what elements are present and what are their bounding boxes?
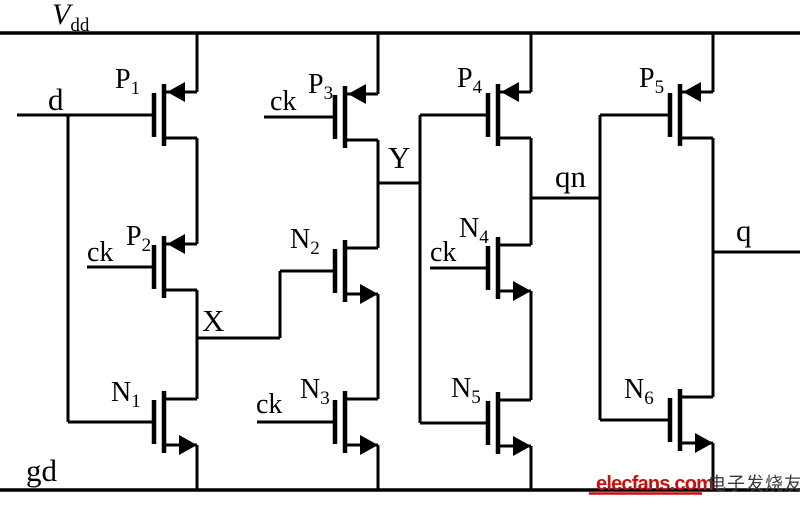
wire-net-d	[17, 113, 154, 424]
transistor-n2: N2	[290, 224, 378, 304]
label-n5: N5	[451, 373, 481, 408]
nmos-symbol	[670, 389, 713, 453]
label-net-y: Y	[388, 140, 410, 175]
nmos-symbol	[154, 391, 197, 455]
transistor-n4: N4	[459, 213, 531, 301]
label-n4: N4	[459, 213, 489, 248]
label-ck-p3: ck	[270, 86, 296, 117]
wire-net-qn	[531, 113, 670, 422]
label-net-q: q	[736, 213, 752, 248]
label-ck-p2: ck	[87, 237, 113, 268]
label-n3: N3	[300, 374, 330, 409]
transistor-p2: P2	[126, 221, 197, 298]
transistor-p3: P3	[308, 69, 378, 148]
watermark-cjk: 电子发烧友	[708, 474, 800, 494]
pmos-symbol	[154, 234, 197, 298]
label-vdd: Vdd	[52, 0, 90, 36]
watermark: elecfans.com 电子发烧友	[589, 473, 800, 495]
pmos-symbol	[488, 82, 531, 146]
label-gnd: gd	[26, 453, 58, 488]
transistor-n1: N1	[111, 377, 197, 455]
transistor-n6: N6	[624, 374, 713, 453]
label-net-qn: qn	[555, 159, 587, 194]
pmos-symbol	[335, 84, 378, 148]
label-n6: N6	[624, 374, 654, 409]
label-net-d: d	[48, 82, 64, 117]
label-p1: P1	[115, 64, 140, 99]
transistor-n3: N3	[300, 374, 378, 455]
nmos-symbol	[335, 240, 378, 304]
transistor-p4: P4	[457, 63, 531, 146]
pmos-symbol	[154, 82, 197, 146]
label-p4: P4	[457, 63, 483, 98]
watermark-logo: elecfans.com	[596, 473, 713, 495]
label-n1: N1	[111, 377, 141, 412]
transistor-n5: N5	[451, 373, 531, 456]
label-n2: N2	[290, 224, 320, 259]
label-p5: P5	[639, 63, 664, 98]
transistor-p5: P5	[639, 63, 713, 146]
label-ck-n3: ck	[256, 389, 282, 420]
label-p3: P3	[308, 69, 333, 104]
wire-net-y	[378, 113, 488, 425]
label-ck-n4: ck	[430, 237, 456, 268]
transistor-p1: P1	[115, 64, 197, 146]
nmos-symbol	[335, 391, 378, 455]
pmos-symbol	[670, 82, 713, 146]
nmos-symbol	[488, 392, 531, 456]
label-net-x: X	[202, 303, 224, 338]
label-p2: P2	[126, 221, 151, 256]
wire-net-x	[197, 269, 335, 340]
nmos-symbol	[488, 237, 531, 301]
